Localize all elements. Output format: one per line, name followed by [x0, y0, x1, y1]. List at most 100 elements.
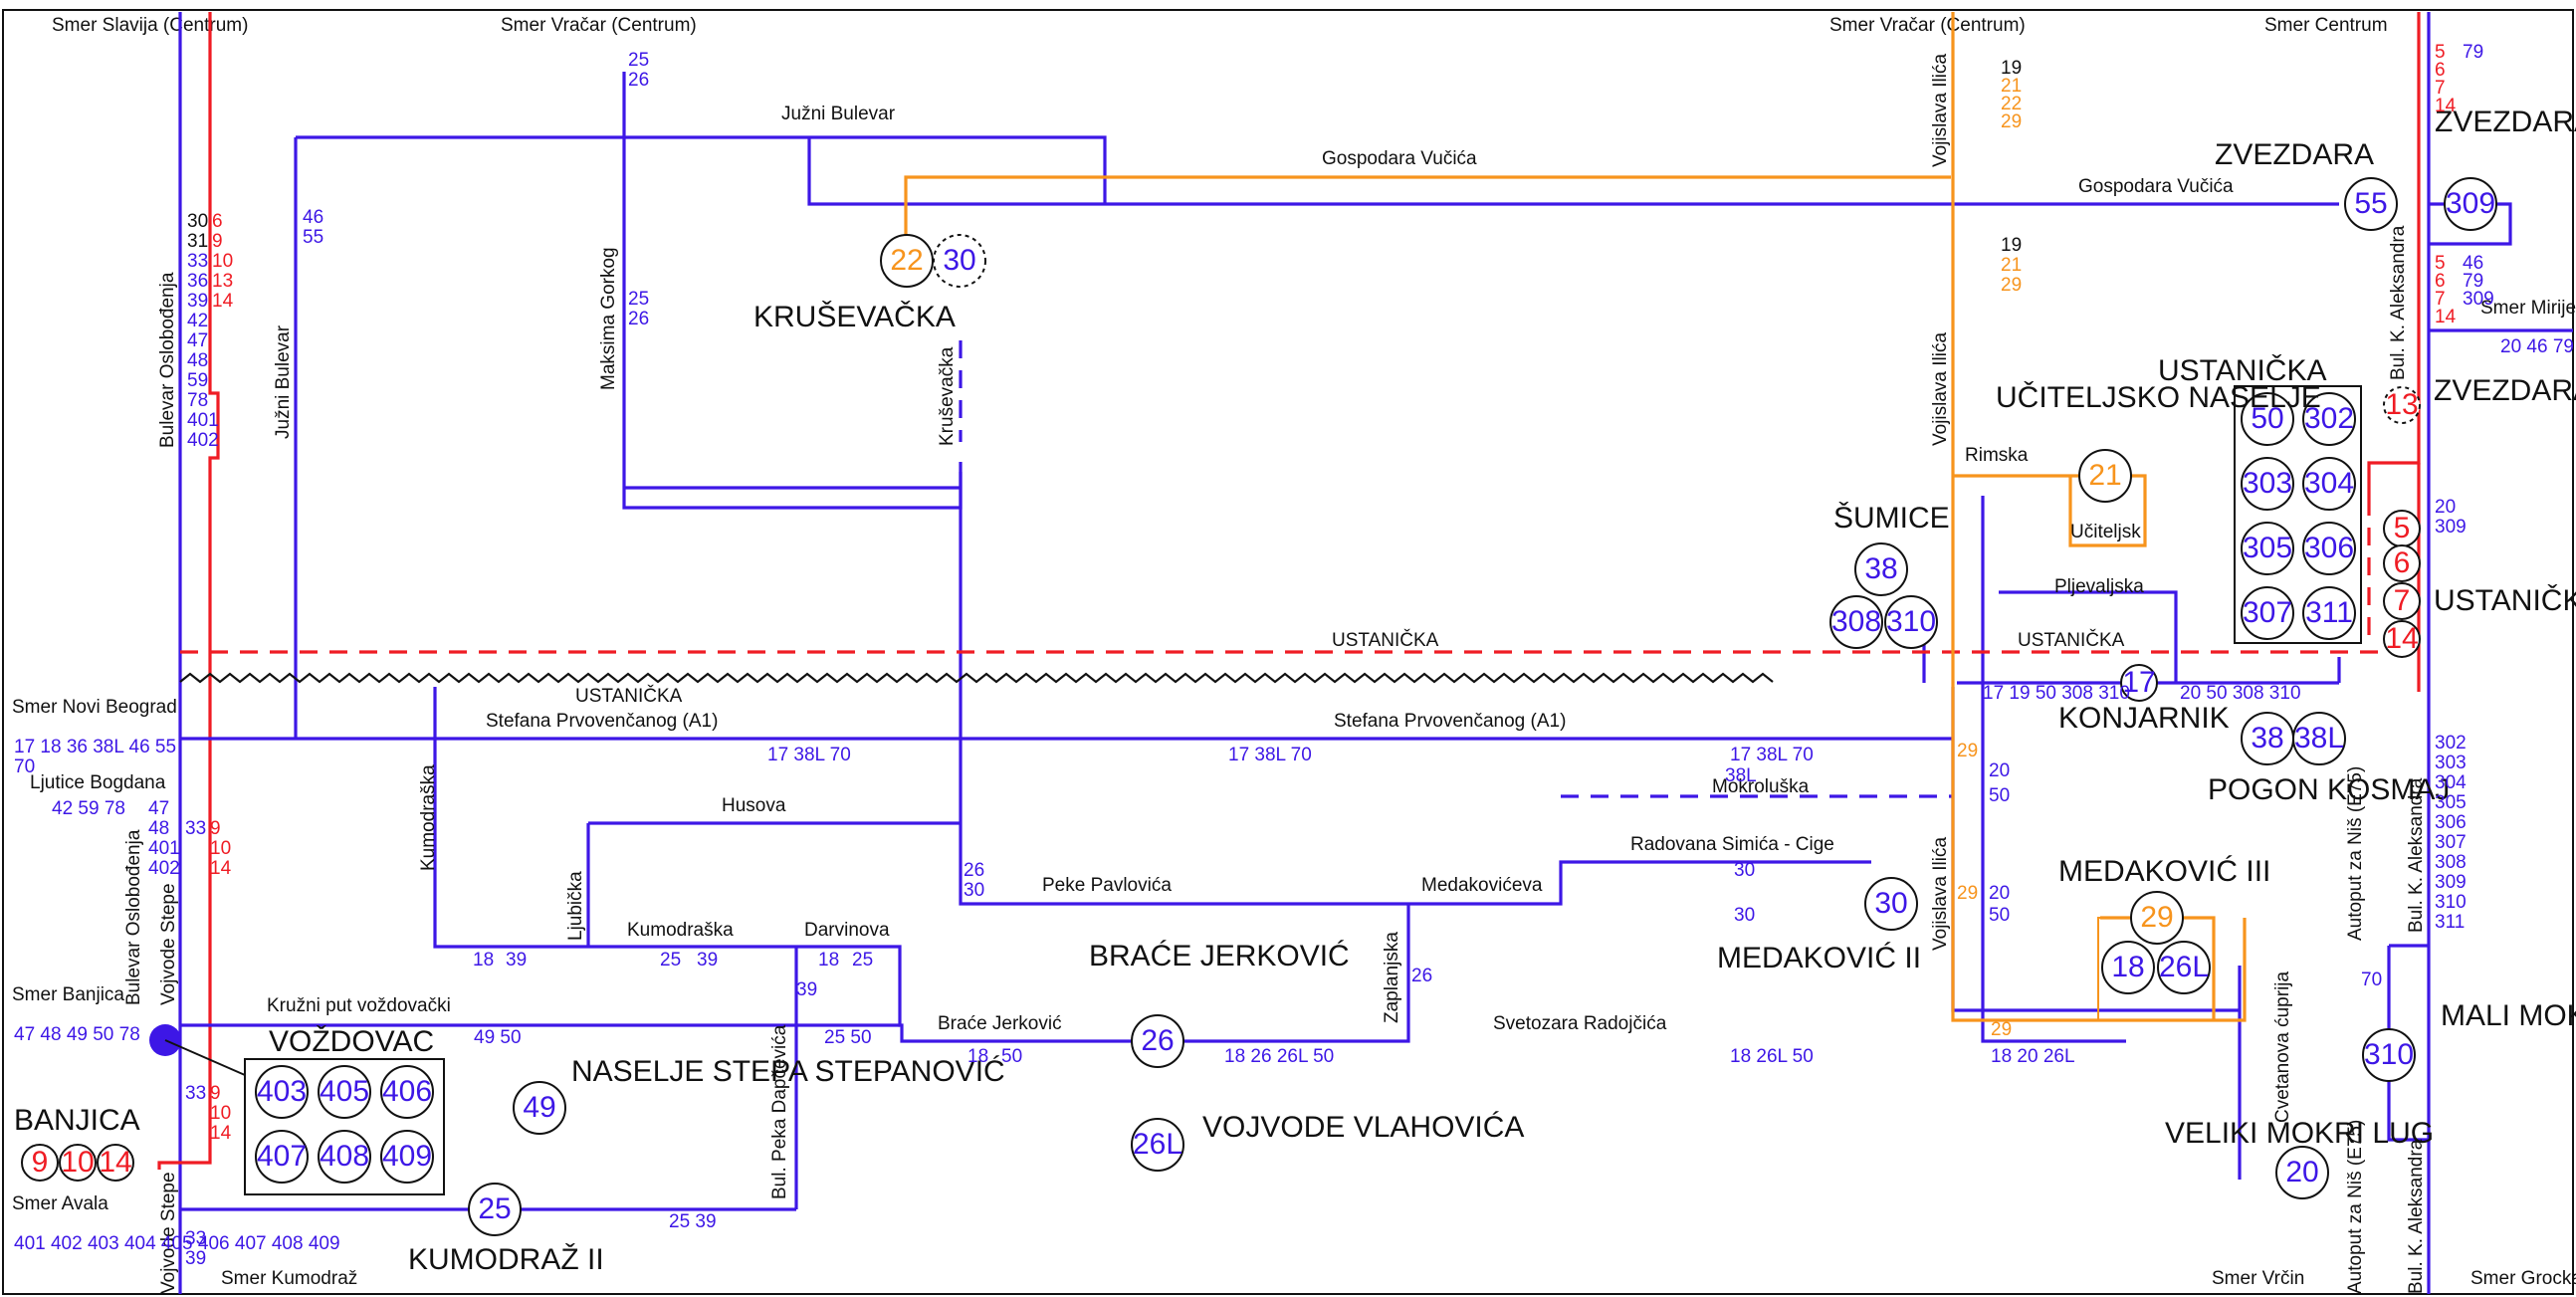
vozdovac-left-33: 33	[185, 818, 206, 839]
left-stack-78: 78	[187, 390, 208, 411]
zvezdara-mid-red-6: 6	[2435, 271, 2446, 292]
zvezdara-309-label: 309	[2446, 187, 2495, 220]
vozdovac-407-circle	[255, 1130, 309, 1184]
medakovic3-station: 29 18 26L MEDAKOVIĆ III	[2058, 855, 2270, 1021]
street-autoput-bottom: Autoput za Niš (E75)	[2345, 1120, 2366, 1294]
route-17-38L-70-c: 17 38L 70	[1730, 745, 1814, 765]
left-stack-red-14: 14	[212, 291, 234, 312]
mali-310-label: 310	[2364, 1038, 2414, 1071]
vozdovac-left-9: 9	[210, 818, 221, 839]
zvezdara-mid-blue-79: 79	[2463, 271, 2483, 292]
direction-grocka: Smer Grocka	[2470, 1268, 2576, 1289]
street-cvetanova: Cvetanova ćuprija	[2272, 971, 2293, 1123]
left-stack-401: 401	[187, 410, 219, 431]
left-stack-47: 47	[187, 330, 208, 351]
ustanicka-50-circle	[2241, 392, 2294, 446]
street-radovana: Radovana Simića - Cige	[1630, 834, 1834, 855]
blue-line-gospodara	[807, 137, 2339, 206]
right-vertical-305: 305	[2435, 792, 2467, 813]
veliki-20-circle	[2275, 1146, 2329, 1199]
vozdovac-bottom-14: 14	[210, 1123, 232, 1144]
sumice-310-circle	[1884, 595, 1938, 649]
right-vertical-308: 308	[2435, 852, 2467, 873]
ustanicka-blue-20: 20	[2435, 497, 2456, 518]
blue-50-a: 50	[1989, 785, 2010, 806]
veliki-20-label: 20	[2285, 1156, 2318, 1189]
right-vertical-303: 303	[2435, 753, 2467, 773]
ljutice-right-401: 401	[148, 838, 180, 859]
street-svetozara: Svetozara Radojčića	[1493, 1013, 1667, 1034]
ucitelj-station: 21 UČITELJSKO NASELJE	[1996, 380, 2321, 503]
ustanicka-title: USTANIČKA	[2158, 353, 2326, 387]
right-vertical-302: 302	[2435, 733, 2467, 754]
peke-26: 26	[964, 860, 984, 881]
krusevacka-title: KRUŠEVAČKA	[753, 300, 956, 333]
direction-kumodraz: Smer Kumodraž	[221, 1268, 357, 1289]
right-top-29: 29	[2001, 111, 2022, 132]
ljutice-right-47: 47	[148, 798, 169, 819]
ljutice-right-402: 402	[148, 858, 180, 879]
zvezdara-mid-blue-309: 309	[2463, 289, 2494, 310]
kluz-13-label: 13	[2385, 388, 2418, 421]
medakovic2-title: MEDAKOVIĆ II	[1717, 942, 1921, 974]
zvezdara-blue-79: 79	[2463, 42, 2483, 63]
left-stack-red-6: 6	[212, 211, 223, 232]
vozdovac-403-circle	[255, 1065, 309, 1119]
vertical-street-labels: Bulevar Oslobođenja Južni Bulevar Maksim…	[123, 54, 2427, 1294]
naselje-title: NASELJE STEPA STEPANOVIĆ	[571, 1055, 1005, 1088]
right-stop-7-circle	[2383, 582, 2421, 620]
kumodraska-h-39: 39	[697, 950, 718, 971]
vozdovac-407-label: 407	[257, 1140, 307, 1173]
street-ljubicka: Ljubička	[565, 871, 586, 941]
ustanicka-311-label: 311	[2305, 596, 2353, 629]
vozdovac-406-circle	[380, 1065, 434, 1119]
right-vertical-310: 310	[2435, 892, 2467, 913]
maksima-25: 25	[628, 289, 649, 310]
naselje-49-label: 49	[523, 1091, 555, 1124]
street-peka-dapcevica: Bul. Peka Dapčevića	[769, 1024, 790, 1199]
sumice-38-circle	[1854, 542, 1908, 596]
street-bul-k-aleksandra-mid: Bul. K. Aleksandra	[2406, 777, 2427, 933]
vozdovac-left-10: 10	[210, 838, 231, 859]
blue-line-kumodraska	[433, 687, 1410, 1043]
street-juzni-bulevar-vertical: Južni Bulevar	[273, 324, 294, 439]
darvinova-25: 25	[852, 950, 873, 971]
konjarnik-station: 17 KONJARNIK	[2058, 664, 2230, 735]
left-stack-59: 59	[187, 370, 208, 391]
ucitelj-21-label: 21	[2088, 459, 2121, 492]
direction-vracar-right: Smer Vračar (Centrum)	[1829, 15, 2026, 36]
naselje-49-circle	[513, 1081, 566, 1135]
ustanicka-311-circle	[2302, 586, 2356, 640]
right-vertical-304: 304	[2435, 772, 2467, 793]
right-vertical-311: 311	[2435, 912, 2465, 933]
peke-30: 30	[964, 880, 984, 901]
right-stop-7-label: 7	[2394, 584, 2411, 617]
orange-29-c: 29	[1991, 1019, 2012, 1040]
orange-29-a: 29	[1957, 741, 1978, 761]
zvezdara-title: ZVEZDARA	[2215, 138, 2374, 171]
krusevacka-30-circle	[933, 234, 986, 288]
sumice-310-label: 310	[1886, 605, 1936, 638]
zvezdara-55-label: 55	[2354, 187, 2387, 220]
ustanicka-307-circle	[2241, 586, 2294, 640]
street-vojvode-stepe-top: Vojvode Stepe	[158, 883, 179, 1005]
kumodraska-18: 18	[473, 950, 494, 971]
route-38L: 38L	[1725, 765, 1757, 786]
medakovic2-30-label: 30	[1874, 887, 1907, 920]
street-ljutice: Ljutice Bogdana	[30, 772, 166, 793]
kumodraz-title: KUMODRAŽ II	[408, 1243, 604, 1276]
banjica-title: BANJICA	[14, 1104, 140, 1137]
medakovic3-title: MEDAKOVIĆ III	[2058, 855, 2270, 888]
ustanicka-303-circle	[2241, 457, 2294, 511]
veliki-title: VELIKI MOKRI LUG	[2165, 1117, 2434, 1150]
vozdovac-405-label: 405	[320, 1075, 369, 1108]
right-stop-5-label: 5	[2394, 512, 2411, 544]
street-kruzni: Kružni put voždovački	[267, 995, 451, 1016]
street-uciteljsk: Učiteljsk	[2070, 522, 2141, 542]
right-mid-21: 21	[2001, 255, 2022, 276]
ustanicka-50-label: 50	[2251, 402, 2283, 435]
left-stack-48: 48	[187, 350, 208, 371]
direction-slavija: Smer Slavija (Centrum)	[52, 15, 248, 36]
vozdovac-left-14: 14	[210, 858, 232, 879]
